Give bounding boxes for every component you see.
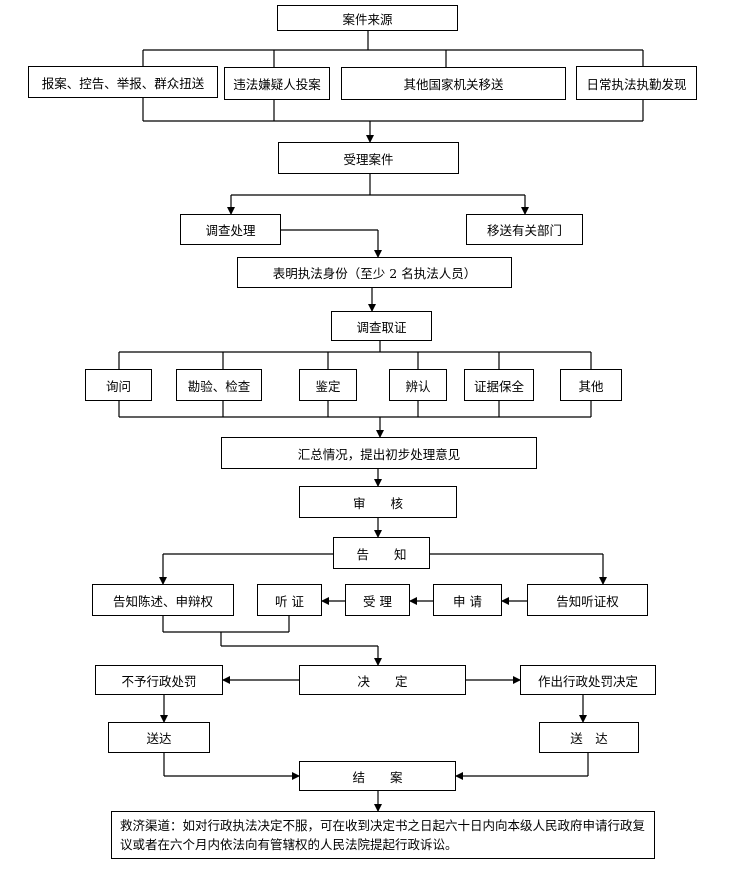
evidence-appraisal-box: 鉴定 — [299, 369, 357, 401]
evidence-preservation-box: 证据保全 — [464, 369, 534, 401]
remedy-note-box: 救济渠道：如对行政执法决定不服，可在收到决定书之日起六十日内向本级人民政府申请行… — [111, 811, 655, 859]
no-penalty-box: 不予行政处罚 — [95, 665, 223, 695]
source-report-box: 报案、控告、举报、群众扭送 — [28, 66, 218, 98]
deliver-right-box: 送 达 — [539, 722, 639, 753]
hearing-box: 听 证 — [257, 584, 322, 616]
investigate-evidence-box: 调查取证 — [331, 311, 432, 341]
evidence-inquiry-box: 询问 — [85, 369, 152, 401]
make-penalty-box: 作出行政处罚决定 — [520, 665, 656, 695]
evidence-other-box: 其他 — [560, 369, 622, 401]
evidence-identification-box: 辨认 — [389, 369, 447, 401]
apply-box: 申 请 — [433, 584, 502, 616]
investigate-handle-box: 调查处理 — [180, 214, 281, 245]
notify-statement-box: 告知陈述、申辩权 — [92, 584, 234, 616]
notify-box: 告 知 — [333, 537, 430, 569]
notify-hearing-box: 告知听证权 — [527, 584, 648, 616]
case-source-box: 案件来源 — [277, 5, 458, 31]
close-case-box: 结 案 — [299, 761, 456, 791]
source-agency-transfer-box: 其他国家机关移送 — [341, 67, 566, 100]
deliver-left-box: 送达 — [108, 722, 210, 753]
summarize-box: 汇总情况，提出初步处理意见 — [221, 437, 537, 469]
decision-box: 决 定 — [299, 665, 466, 695]
transfer-department-box: 移送有关部门 — [466, 214, 583, 245]
show-identity-box: 表明执法身份（至少 2 名执法人员） — [237, 257, 512, 288]
source-routine-discovery-box: 日常执法执勤发现 — [576, 66, 697, 100]
source-surrender-box: 违法嫌疑人投案 — [224, 67, 330, 100]
accept-box: 受 理 — [345, 584, 410, 616]
review-box: 审 核 — [299, 486, 457, 518]
accept-case-box: 受理案件 — [278, 142, 459, 174]
evidence-inspection-box: 勘验、检查 — [176, 369, 262, 401]
